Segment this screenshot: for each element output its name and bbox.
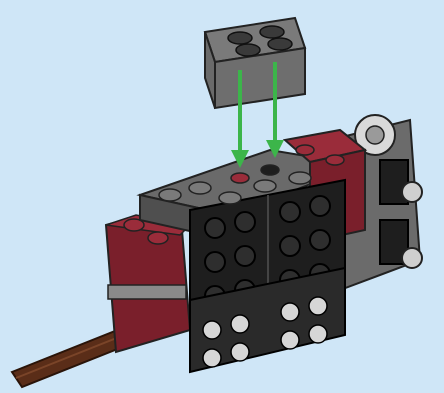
new-part-bracket [205,18,305,108]
